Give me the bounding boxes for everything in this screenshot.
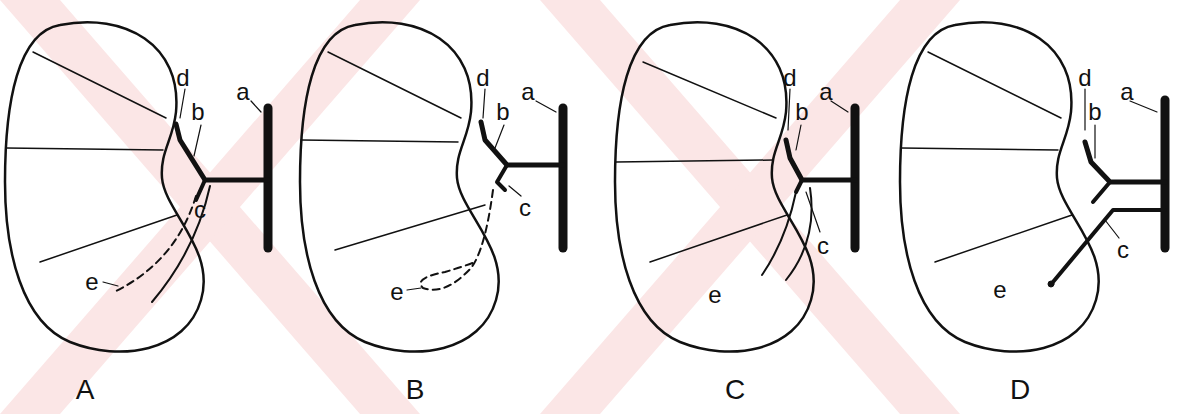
part-label: c [519, 196, 531, 220]
panel-letter: D [1010, 376, 1030, 404]
part-label: d [1078, 66, 1091, 90]
part-label: a [521, 80, 534, 104]
part-label: d [176, 66, 189, 90]
part-label: a [819, 80, 832, 104]
part-label: c [194, 198, 206, 222]
part-label: d [783, 66, 796, 90]
part-label: b [1088, 100, 1101, 124]
part-label: e [390, 280, 403, 304]
watermark [0, 0, 960, 414]
part-label: c [1117, 238, 1129, 262]
part-label: b [795, 100, 808, 124]
part-label: b [191, 100, 204, 124]
panel-letter: B [406, 376, 425, 404]
panel-letter: A [76, 376, 95, 404]
part-label: e [993, 278, 1006, 302]
part-label: a [1120, 80, 1133, 104]
part-label: d [476, 66, 489, 90]
part-label: e [85, 270, 98, 294]
part-label: b [496, 100, 509, 124]
panel-b [300, 22, 563, 351]
part-label: c [817, 234, 829, 258]
panel-c [615, 22, 855, 351]
panel-letter: C [725, 376, 745, 404]
part-label: a [236, 80, 249, 104]
part-label: e [708, 283, 721, 307]
panel-a [5, 22, 268, 351]
panel-d [900, 22, 1165, 351]
